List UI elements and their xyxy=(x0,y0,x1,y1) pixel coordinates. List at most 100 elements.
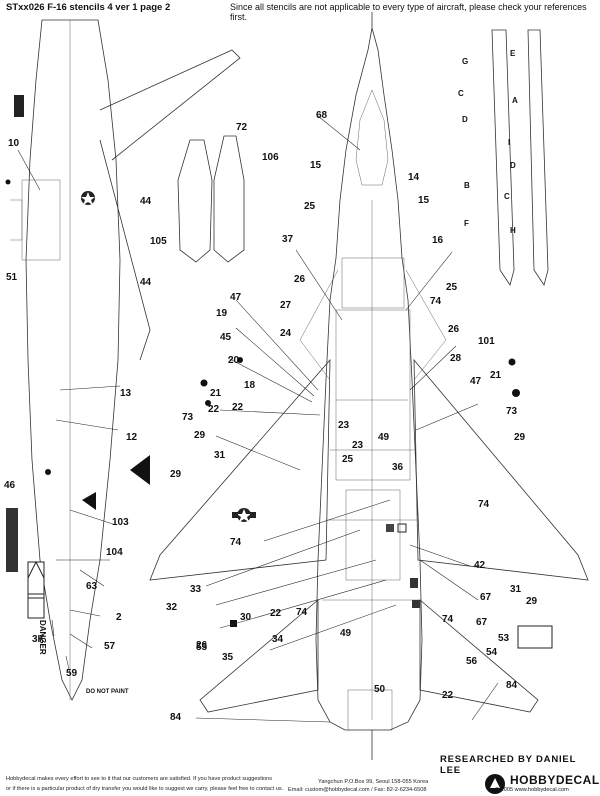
callout-47: 47 xyxy=(230,292,242,303)
callout-21: 21 xyxy=(210,388,222,399)
callout-13: 13 xyxy=(120,388,132,399)
callout-31: 31 xyxy=(510,584,522,595)
callout-73: 73 xyxy=(182,412,194,423)
pylon-letter-E: E xyxy=(510,49,516,58)
pylon-letter-F: F xyxy=(464,219,469,228)
leader-lines xyxy=(17,115,499,723)
callout-12: 12 xyxy=(126,432,138,443)
pylon-letter-B: B xyxy=(464,181,470,190)
callout-26: 26 xyxy=(448,324,460,335)
hobbydecal-logo-icon xyxy=(485,774,505,794)
sheet-title: STxx026 F-16 stencils 4 ver 1 page 2 xyxy=(6,2,171,13)
callout-36: 36 xyxy=(392,462,404,473)
callout-84: 84 xyxy=(170,712,182,723)
callout-14: 14 xyxy=(408,172,420,183)
callout-3K: 3K xyxy=(32,634,46,645)
callout-31: 31 xyxy=(214,450,226,461)
callout-22: 22 xyxy=(208,404,220,415)
callout-74: 74 xyxy=(478,499,490,510)
callout-22: 22 xyxy=(232,402,244,413)
callout-68: 68 xyxy=(316,110,328,121)
pylon-letter-D: D xyxy=(510,161,516,170)
pylon-letter-H: H xyxy=(510,226,516,235)
callout-74: 74 xyxy=(296,607,308,618)
address-line-1: Yangchun P.O.Box 99, Seoul 158-055 Korea xyxy=(318,779,429,785)
callout-51: 51 xyxy=(6,272,18,283)
callout-24: 24 xyxy=(280,328,292,339)
callout-59: 59 xyxy=(66,668,78,679)
callout-47: 47 xyxy=(470,376,482,387)
callout-15: 15 xyxy=(418,195,430,206)
callout-29: 29 xyxy=(170,469,182,480)
callout-22: 22 xyxy=(442,690,454,701)
callout-49: 49 xyxy=(378,432,390,443)
pylon-letter-C: C xyxy=(504,192,510,201)
top-view-aircraft xyxy=(149,12,589,760)
callout-103: 103 xyxy=(112,517,129,528)
callout-54: 54 xyxy=(486,647,498,658)
callout-34: 34 xyxy=(272,634,284,645)
callout-74: 74 xyxy=(230,537,242,548)
callout-37: 37 xyxy=(282,234,294,245)
callout-57: 57 xyxy=(104,641,116,652)
callout-105: 105 xyxy=(150,236,167,247)
callout-53: 53 xyxy=(498,633,510,644)
callout-29: 29 xyxy=(194,430,206,441)
callout-72: 72 xyxy=(236,122,248,133)
danger-box-label: DANGER xyxy=(38,620,47,655)
callout-63: 63 xyxy=(86,581,98,592)
pylon-letter-A: A xyxy=(512,96,518,105)
researcher-credit: RESEARCHED BY DANIEL LEE xyxy=(440,754,577,776)
drop-tank-details xyxy=(177,29,549,286)
callout-84: 84 xyxy=(506,680,518,691)
reference-notice: Since all stencils are not applicable to… xyxy=(230,2,587,22)
callout-46: 46 xyxy=(4,480,16,491)
callout-55: 55 xyxy=(196,642,208,653)
side-view-aircraft: DANGER DO NOT PAINT xyxy=(5,19,241,701)
callout-27: 27 xyxy=(280,300,292,311)
callout-19: 19 xyxy=(216,308,228,319)
callout-26: 26 xyxy=(294,274,306,285)
callout-73: 73 xyxy=(506,406,518,417)
callout-21: 21 xyxy=(490,370,502,381)
callout-29: 29 xyxy=(514,432,526,443)
callout-28: 28 xyxy=(450,353,462,364)
callout-20: 20 xyxy=(228,355,240,366)
callout-104: 104 xyxy=(106,547,123,558)
callout-67: 67 xyxy=(476,617,488,628)
pylon-letter-I: I xyxy=(508,138,510,147)
pylon-letter-labels: E G A C I D D C B H F xyxy=(458,49,518,235)
do-not-paint-label: DO NOT PAINT xyxy=(86,689,129,695)
callout-106: 106 xyxy=(262,152,279,163)
callout-44: 44 xyxy=(140,196,152,207)
callout-32: 32 xyxy=(166,602,178,613)
callout-10: 10 xyxy=(8,138,20,149)
callout-26: 26 xyxy=(196,640,208,651)
callout-25: 25 xyxy=(304,201,316,212)
callout-35: 35 xyxy=(222,652,234,663)
callout-2: 2 xyxy=(116,612,122,623)
pylon-letter-G: G xyxy=(462,57,468,66)
callout-23: 23 xyxy=(352,440,364,451)
callout-25: 25 xyxy=(342,454,354,465)
callout-56: 56 xyxy=(466,656,478,667)
callout-44: 44 xyxy=(140,277,152,288)
address-line-2: Email: custom@hobbydecal.com / Fax: 82-2… xyxy=(288,787,427,793)
pylon-letter-D: D xyxy=(462,115,468,124)
callout-67: 67 xyxy=(480,592,492,603)
callout-74: 74 xyxy=(430,296,442,307)
disclaimer-line-1: Hobbydecal makes every effort to see to … xyxy=(6,776,273,782)
callout-50: 50 xyxy=(374,684,386,695)
callout-101: 101 xyxy=(478,336,495,347)
copyright: © 2005 www.hobbydecal.com xyxy=(495,787,569,793)
callout-49: 49 xyxy=(340,628,352,639)
callout-23: 23 xyxy=(338,420,350,431)
callout-18: 18 xyxy=(244,380,256,391)
callout-33: 33 xyxy=(190,584,202,595)
callout-30: 30 xyxy=(240,612,252,623)
pylon-letter-C: C xyxy=(458,89,464,98)
brand-name: HOBBYDECAL xyxy=(510,773,600,787)
callout-29: 29 xyxy=(526,596,538,607)
